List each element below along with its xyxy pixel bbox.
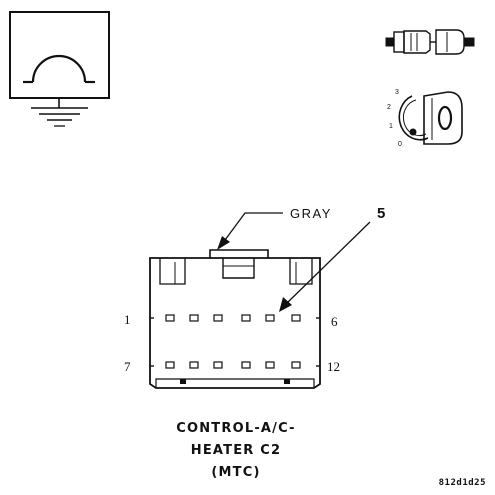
title-line-2: HEATER C2 [191,443,281,458]
pin-cavity-11 [265,361,275,369]
color-callout: GRAY [217,206,332,250]
pin-label-6: 6 [331,314,338,329]
connector-title: CONTROL-A/C- HEATER C2 (MTC) [176,421,296,480]
ignition-pos-1: 1 [389,123,393,130]
arrow-head-icon [279,297,292,312]
ignition-pos-0: 0 [398,141,402,148]
pin-label-1: 1 [124,312,131,327]
pin-label-12: 12 [327,359,340,374]
title-line-1: CONTROL-A/C- [176,421,296,436]
connector-body [149,249,321,389]
pin-cavity-6 [291,314,301,322]
pin-callout: 5 [279,205,385,312]
pin-cavity-2 [189,314,199,322]
arrow-head-icon [217,236,230,250]
title-line-3: (MTC) [211,465,260,480]
pin-cavity-3 [213,314,223,322]
connector-cavities [165,314,301,369]
pin-cavity-12 [291,361,301,369]
connector-color-label: GRAY [290,206,332,221]
pin-cavity-7 [165,361,175,369]
ignition-pos-3: 3 [395,89,399,96]
ignition-key-icon: 3 2 1 0 [387,89,463,148]
pin-label-7: 7 [124,359,131,374]
pin-cavity-1 [165,314,175,322]
connector-plug-icon [385,29,475,55]
figure-code: 812d1d25 [439,478,486,488]
pin-cavity-10 [241,361,251,369]
ignition-pos-2: 2 [387,104,391,111]
pin-cavity-5 [265,314,275,322]
callout-number: 5 [377,205,385,222]
pin-cavity-8 [189,361,199,369]
pin-cavity-4 [241,314,251,322]
ground-symbol-icon [9,11,110,127]
pin-cavity-9 [213,361,223,369]
